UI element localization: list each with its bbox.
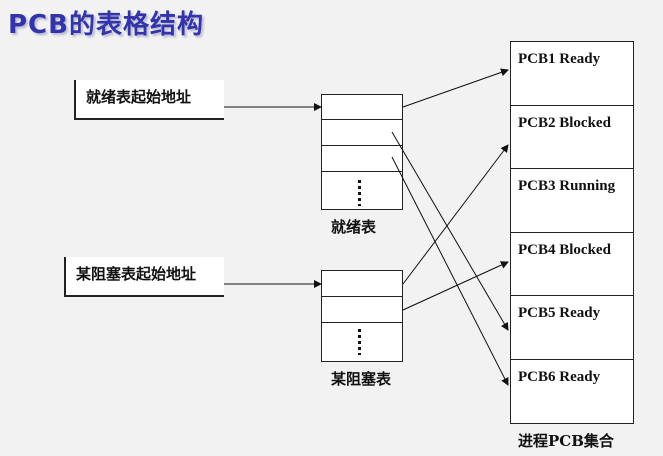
blocked-table-pointer: 某阻塞表起始地址: [64, 257, 224, 297]
pcb-item-4: PCB4 Blocked: [511, 233, 633, 296]
ready-table-slot-1: [322, 95, 402, 120]
ready-table-pointer: 就绪表起始地址: [74, 80, 224, 120]
pcb-set-label: 进程PCB集合: [518, 432, 614, 450]
pcb-item-1: PCB1 Ready: [511, 42, 633, 106]
arrow-blocked-to-pcb4: [402, 261, 509, 311]
ready-table: [321, 94, 403, 210]
ready-table-slot-3: [322, 146, 402, 172]
blocked-table-slot-2: [322, 297, 402, 323]
ready-table-label: 就绪表: [331, 218, 377, 236]
ellipsis-dots: [358, 180, 361, 206]
arrow-ready-to-pcb6: [391, 156, 509, 386]
pcb-set: PCB1 Ready PCB2 Blocked PCB3 Running PCB…: [510, 41, 634, 424]
pcb-item-2: PCB2 Blocked: [511, 106, 633, 169]
pcb-item-6: PCB6 Ready: [518, 368, 601, 385]
arrow-blocked-to-pcb2: [402, 144, 509, 285]
ready-table-slot-2: [322, 120, 402, 146]
blocked-pointer-label: 某阻塞表起始地址: [76, 265, 197, 283]
blocked-table: [321, 270, 403, 362]
blocked-table-rest: [322, 323, 402, 361]
diagram-title: PCB的表格结构: [8, 10, 204, 40]
ready-pointer-label: 就绪表起始地址: [86, 88, 192, 106]
ellipsis-dots: [358, 329, 361, 355]
arrow-ready-to-pcb1: [402, 68, 509, 108]
blocked-table-slot-1: [322, 271, 402, 297]
ready-table-rest: [322, 172, 402, 209]
pcb-item-5: PCB5 Ready: [511, 296, 633, 360]
blocked-table-label: 某阻塞表: [331, 370, 392, 388]
arrow-ready-to-pcb5: [391, 131, 509, 331]
pcb-item-3: PCB3 Running: [511, 169, 633, 233]
